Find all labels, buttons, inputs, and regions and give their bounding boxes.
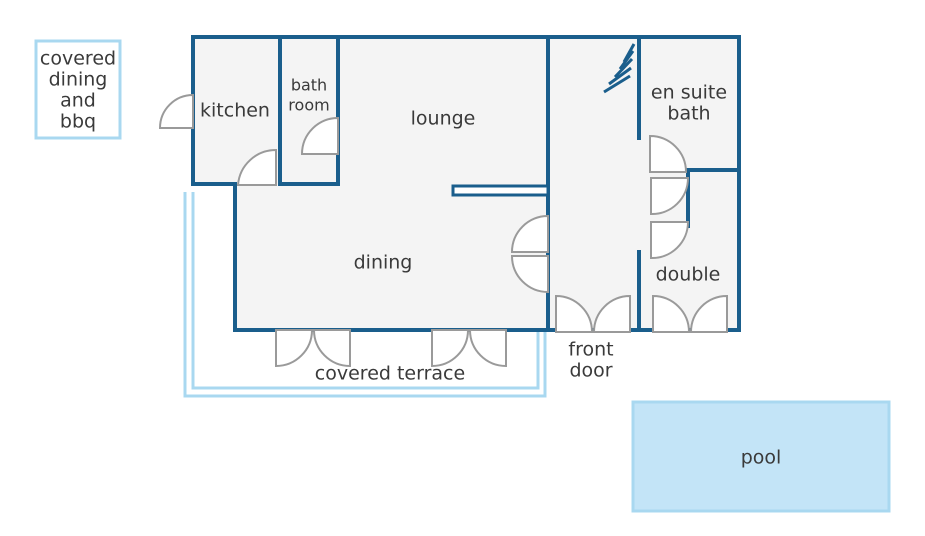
kitchen-label: kitchen bbox=[200, 100, 270, 122]
covered-dining-label-3: and bbox=[60, 90, 96, 112]
front-door-label-1: front bbox=[568, 339, 613, 361]
double-label: double bbox=[656, 264, 721, 286]
door-front-right bbox=[592, 294, 631, 333]
door-terrace-1b bbox=[312, 329, 351, 368]
door-kitchen-dining bbox=[236, 148, 277, 186]
covered-terrace-label: covered terrace bbox=[315, 363, 465, 385]
pool-label: pool bbox=[741, 447, 782, 469]
door-bathroom bbox=[300, 116, 339, 155]
dining-label: dining bbox=[354, 252, 413, 274]
lounge-label: lounge bbox=[411, 108, 476, 130]
pool bbox=[631, 400, 891, 513]
covered-dining-label-4: bbq bbox=[60, 111, 96, 133]
bathroom-label-2: room bbox=[288, 96, 329, 115]
partition-bar bbox=[451, 184, 550, 197]
ensuite-label-2: bath bbox=[667, 103, 710, 125]
stairs-icon bbox=[603, 43, 636, 94]
door-double-bottom-left bbox=[652, 294, 691, 333]
covered-dining-label-1: covered bbox=[40, 48, 116, 70]
door-double-lower bbox=[650, 221, 690, 260]
door-terrace-1a bbox=[275, 329, 314, 368]
door-hall-upper bbox=[510, 214, 549, 253]
covered-terrace-outline-outer bbox=[183, 192, 547, 398]
front-door-label-2: door bbox=[569, 360, 612, 382]
door-double-bottom-right bbox=[689, 294, 728, 333]
covered-dining-label-2: dining bbox=[49, 69, 108, 91]
door-front-left bbox=[555, 294, 594, 333]
bathroom-label-1: bath bbox=[291, 76, 327, 95]
wall-outer bbox=[191, 35, 741, 332]
covered-dining-area bbox=[34, 39, 122, 140]
door-ensuite bbox=[649, 134, 688, 173]
door-terrace-2a bbox=[431, 329, 470, 368]
door-kitchen-outside bbox=[158, 93, 194, 129]
ensuite-label-1: en suite bbox=[651, 82, 727, 104]
ensuite-wall-gap bbox=[637, 140, 642, 250]
house-floor bbox=[193, 37, 739, 330]
covered-terrace-outline-inner bbox=[191, 192, 540, 390]
door-double-upper bbox=[650, 177, 690, 216]
door-terrace-2b bbox=[468, 329, 507, 368]
door-hall-lower bbox=[510, 255, 549, 294]
